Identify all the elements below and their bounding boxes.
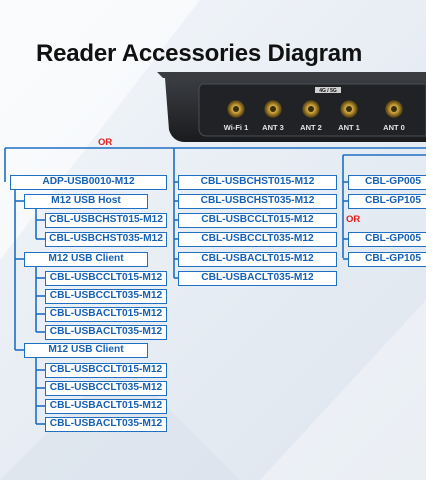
- port-label: ANT 0: [383, 123, 405, 132]
- cable-box: CBL-USBCHST015-M12: [45, 213, 167, 228]
- or-label: OR: [98, 137, 113, 148]
- cable-box: CBL-GP005: [348, 232, 426, 247]
- cable-box: CBL-USBCCLT035-M12: [178, 232, 337, 247]
- cable-box: CBL-USBACLT015-M12: [45, 399, 167, 414]
- cable-box: CBL-USBACLT015-M12: [45, 307, 167, 322]
- cable-box: CBL-GP005: [348, 175, 426, 190]
- or-label: OR: [346, 214, 361, 225]
- port-label: ANT 3: [262, 123, 284, 132]
- antenna-port-center-icon: [346, 106, 352, 112]
- cable-box: CBL-USBACLT035-M12: [178, 271, 337, 286]
- cable-box: CBL-GP105: [348, 252, 426, 267]
- group-box: M12 USB Client: [24, 252, 148, 267]
- cable-box: CBL-USBCCLT015-M12: [45, 271, 167, 286]
- group-box: M12 USB Host: [24, 194, 148, 209]
- band-label: 4G / 5G: [319, 88, 337, 94]
- cable-box: CBL-USBCHST035-M12: [178, 194, 337, 209]
- adapter-box: ADP-USB0010-M12: [10, 175, 167, 190]
- cable-box: CBL-USBACLT015-M12: [178, 252, 337, 267]
- group-box: M12 USB Client: [24, 343, 148, 358]
- cable-box: CBL-USBCHST015-M12: [178, 175, 337, 190]
- port-label: ANT 2: [300, 123, 322, 132]
- antenna-port-center-icon: [308, 106, 314, 112]
- cable-box: CBL-USBCHST035-M12: [45, 232, 167, 247]
- port-label: Wi-Fi 1: [224, 123, 249, 132]
- cable-box: CBL-GP105: [348, 194, 426, 209]
- reader-device-image: Wi-Fi 1 ANT 3 ANT 2 ANT 1 ANT 0 4G / 5G: [157, 72, 426, 142]
- cable-box: CBL-USBCCLT035-M12: [45, 381, 167, 396]
- antenna-port-center-icon: [391, 106, 397, 112]
- cable-box: CBL-USBCCLT015-M12: [178, 213, 337, 228]
- cable-box: CBL-USBACLT035-M12: [45, 325, 167, 340]
- antenna-port-center-icon: [270, 106, 276, 112]
- cable-box: CBL-USBCCLT035-M12: [45, 289, 167, 304]
- antenna-port-center-icon: [233, 106, 239, 112]
- port-label: ANT 1: [338, 123, 360, 132]
- cable-box: CBL-USBCCLT015-M12: [45, 363, 167, 378]
- page-title: Reader Accessories Diagram: [36, 40, 363, 67]
- cable-box: CBL-USBACLT035-M12: [45, 417, 167, 432]
